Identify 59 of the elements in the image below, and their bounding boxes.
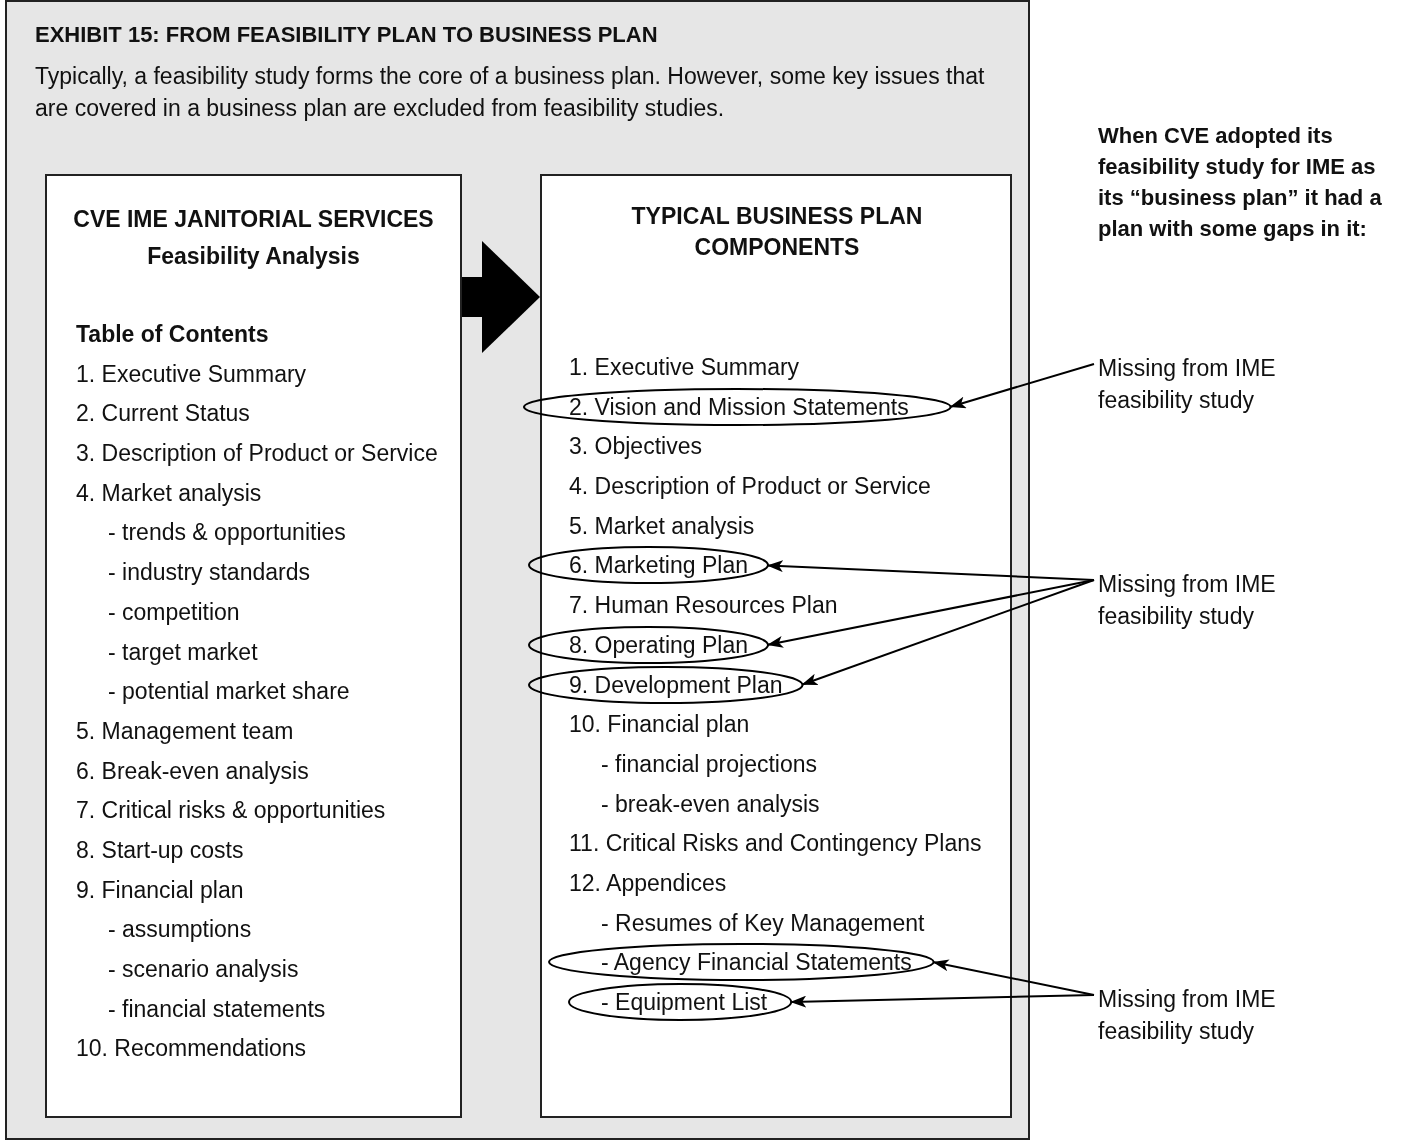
list-item: - competition bbox=[107, 597, 241, 627]
leader-arrow bbox=[767, 579, 1095, 648]
circled-item bbox=[529, 547, 768, 584]
list-item: 4. Market analysis bbox=[76, 478, 263, 508]
list-item: - trends & opportunities bbox=[107, 518, 347, 548]
list-item: - assumptions bbox=[107, 915, 253, 945]
list-item: 1. Executive Summary bbox=[569, 353, 801, 382]
list-item: 10. Financial plan bbox=[569, 710, 751, 740]
list-item: 7. Critical risks & opportunities bbox=[76, 796, 387, 826]
list-item: 4. Description of Product or Service bbox=[569, 472, 932, 502]
block-arrow bbox=[462, 241, 540, 353]
list-item: 9. Financial plan bbox=[76, 875, 245, 905]
annotation-text: Missing from IME feasibility study bbox=[1098, 568, 1298, 632]
list-item: 8. Operating Plan bbox=[569, 631, 748, 658]
list-item: - target market bbox=[107, 637, 259, 667]
list-item: 2. Current Status bbox=[76, 399, 251, 429]
list-item: - industry standards bbox=[107, 558, 311, 588]
list-item: - financial statements bbox=[107, 994, 327, 1024]
list-item: - break-even analysis bbox=[600, 789, 821, 819]
box-subheading: Feasibility Analysis bbox=[146, 242, 361, 271]
list-item: 7. Human Resources Plan bbox=[569, 591, 839, 621]
intro-text: Typically, a feasibility study forms the core of a business plan. However, some key issues that are covered in a business plan are excluded from feasibility studies. bbox=[35, 62, 986, 123]
list-item: - scenario analysis bbox=[107, 955, 300, 984]
annotation-text: Missing from IME feasibility study bbox=[1098, 352, 1298, 416]
list-item: 6. Marketing Plan bbox=[569, 552, 748, 579]
list-item: 10. Recommendations bbox=[76, 1034, 308, 1064]
list-item: - potential market share bbox=[107, 677, 351, 707]
leader-arrow bbox=[932, 959, 1095, 996]
list-item: - financial projections bbox=[600, 749, 819, 779]
list-item: 5. Management team bbox=[76, 716, 295, 746]
list-item: 3. Description of Product or Service bbox=[76, 439, 439, 469]
box-heading: TYPICAL BUSINESS PLAN COMPONENTS bbox=[630, 202, 924, 262]
list-item: 6. Break-even analysis bbox=[76, 756, 310, 786]
list-item: 12. Appendices bbox=[569, 868, 728, 898]
exhibit-panel bbox=[5, 0, 1030, 1140]
leader-arrow bbox=[790, 994, 1095, 1008]
contents-box bbox=[45, 174, 462, 1118]
exhibit-title: EXHIBIT 15: FROM FEASIBILITY PLAN TO BUSINESS PLAN bbox=[35, 22, 658, 48]
list-item: 5. Market analysis bbox=[569, 511, 756, 541]
box-heading: CVE IME JANITORIAL SERVICES bbox=[72, 205, 435, 234]
leader-arrow bbox=[801, 579, 1095, 686]
annotation-text: Missing from IME feasibility study bbox=[1098, 983, 1298, 1047]
list-item: 9. Development Plan bbox=[569, 671, 783, 698]
list-item: - Resumes of Key Management bbox=[600, 908, 926, 938]
list-item: 3. Objectives bbox=[569, 432, 703, 462]
circled-item bbox=[549, 944, 934, 981]
leader-arrow bbox=[949, 363, 1095, 409]
list-item: 11. Critical Risks and Contingency Plans bbox=[569, 829, 983, 859]
list-item: - Equipment List bbox=[601, 989, 768, 1015]
circled-item bbox=[569, 984, 792, 1020]
list-item: 8. Start-up costs bbox=[76, 835, 245, 865]
list-item: 1. Executive Summary bbox=[76, 359, 308, 389]
contents-heading: Table of Contents bbox=[76, 320, 270, 349]
list-item: 2. Vision and Mission Statements bbox=[569, 393, 909, 420]
side-note: When CVE adopted its feasibility study for IME as its “business plan” it had a plan with some gaps in it: bbox=[1098, 122, 1383, 243]
circled-item bbox=[529, 666, 803, 703]
circled-item bbox=[524, 388, 951, 425]
list-item: - Agency Financial Statements bbox=[601, 949, 912, 976]
circled-item bbox=[529, 626, 768, 663]
